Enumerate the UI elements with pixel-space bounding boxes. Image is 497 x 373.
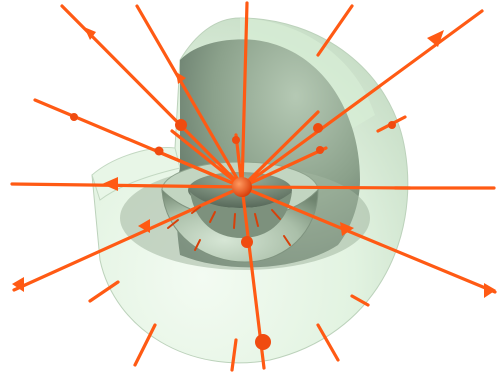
bead bbox=[388, 121, 396, 129]
bead bbox=[316, 146, 324, 154]
bead bbox=[175, 119, 187, 131]
field-line bbox=[242, 187, 410, 188]
bead bbox=[241, 236, 253, 248]
arrowhead bbox=[427, 30, 444, 47]
bead bbox=[313, 123, 323, 133]
bead bbox=[255, 334, 271, 350]
bead bbox=[155, 147, 164, 156]
point-charge bbox=[232, 177, 252, 197]
field-tick bbox=[234, 214, 235, 228]
arrowhead bbox=[484, 283, 496, 298]
bead bbox=[232, 136, 240, 144]
bead bbox=[70, 113, 78, 121]
